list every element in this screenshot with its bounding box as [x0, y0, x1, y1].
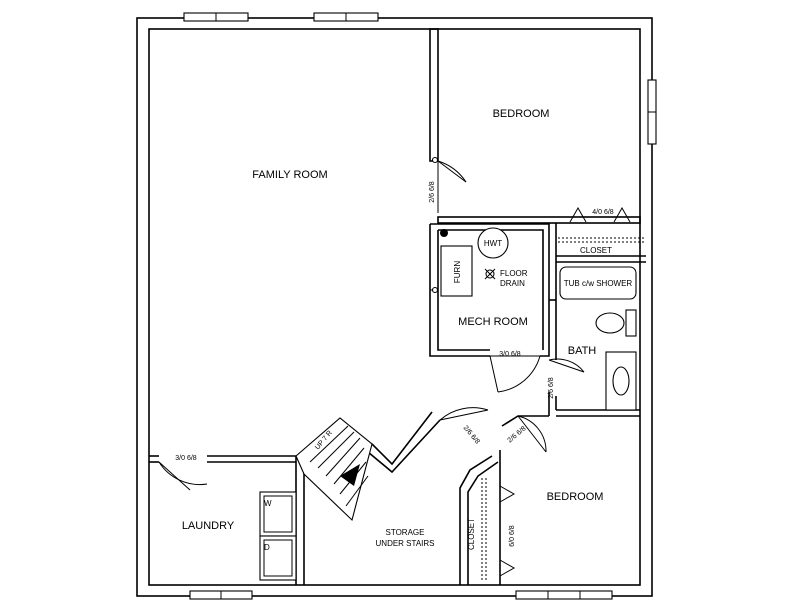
- sump-icon: [440, 229, 448, 237]
- washer-label: W: [264, 499, 272, 508]
- door-label-mech: 3/0 6/8: [499, 351, 521, 358]
- hwt-icon: [477, 227, 509, 259]
- door-label-laundry: 3/0 6/8: [175, 455, 197, 462]
- hwt-label: HWT: [484, 239, 502, 248]
- fixtures: [259, 227, 637, 581]
- door-label-family-bedroom: 2/6 6/8: [429, 181, 436, 203]
- exterior-walls: [136, 17, 653, 597]
- bedroom-top-label: BEDROOM: [493, 108, 550, 120]
- floor-drain-label-line1: FLOOR: [500, 269, 528, 278]
- interior-walls: [149, 28, 646, 585]
- stairs: UP 7 R: [295, 417, 373, 522]
- toilet-icon: [595, 309, 637, 337]
- bath-label: BATH: [568, 345, 597, 357]
- floor-drain-icon: [484, 268, 496, 280]
- doors: [158, 156, 631, 577]
- laundry-label: LAUNDRY: [182, 520, 235, 532]
- door-label-storage: 2/6 6/8: [462, 425, 481, 446]
- storage-label-line1: STORAGE: [386, 528, 425, 537]
- door-label-closet-top: 4/0 6/8: [592, 209, 614, 216]
- furnace-label: FURN: [453, 261, 462, 283]
- closet-bottom-label: CLOSET: [467, 518, 476, 550]
- dryer-label: D: [264, 543, 270, 552]
- tub-icon: [559, 266, 637, 300]
- windows: [183, 12, 657, 600]
- closet-top-label: CLOSET: [580, 246, 612, 255]
- furnace-icon: [440, 245, 473, 297]
- dryer-icon: [259, 535, 297, 581]
- closet-details: [481, 237, 644, 580]
- washer-icon: [259, 491, 297, 537]
- fixture-labels: HWT FURN FLOOR DRAIN TUB c/w SHOWER W D: [264, 239, 632, 552]
- storage-label-line2: UNDER STAIRS: [376, 539, 435, 548]
- bedroom-bottom-label: BEDROOM: [547, 491, 604, 503]
- room-labels: FAMILY ROOM BEDROOM BEDROOM MECH ROOM BA…: [182, 108, 612, 550]
- vanity-icon: [605, 351, 637, 411]
- door-label-closet-bottom: 6/0 6/8: [509, 525, 516, 547]
- door-label-bedroom-bottom: 2/6 6/8: [507, 425, 528, 444]
- tub-label: TUB c/w SHOWER: [564, 279, 633, 288]
- mech-room-label: MECH ROOM: [458, 316, 528, 328]
- floor-drain-label-line2: DRAIN: [500, 279, 525, 288]
- family-room-label: FAMILY ROOM: [252, 169, 327, 181]
- door-label-bath: 2/6 6/8: [548, 377, 555, 399]
